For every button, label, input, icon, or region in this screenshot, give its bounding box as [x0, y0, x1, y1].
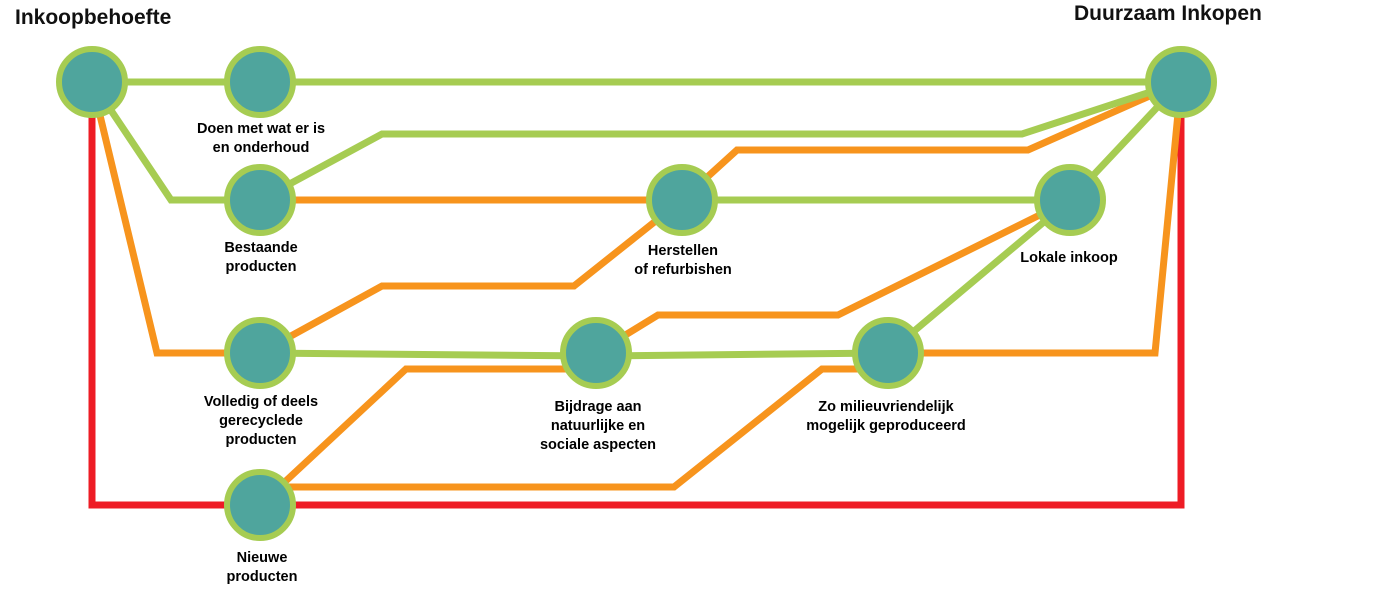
station-nieuwe — [224, 469, 296, 541]
label-volledig: Volledig of deels gerecyclede producten — [204, 393, 318, 450]
label-line: mogelijk geproduceerd — [806, 418, 966, 434]
route-orange-bijdrage-to-lokale — [594, 196, 1072, 356]
station-doen — [224, 46, 296, 118]
route-green-bestaande-to-end — [258, 78, 1183, 204]
label-line: of refurbishen — [634, 262, 732, 278]
station-bijdrage — [560, 317, 632, 389]
label-line: Lokale inkoop — [1020, 250, 1118, 266]
label-line: producten — [225, 259, 297, 275]
route-orange-volledig-to-herstellen — [258, 197, 685, 357]
label-line: gerecyclede — [219, 413, 303, 429]
title-duurzaam-inkopen: Duurzaam Inkopen — [1074, 2, 1262, 25]
label-nieuwe: Nieuwe producten — [227, 549, 298, 587]
route-orange-zo-to-end — [888, 81, 1185, 357]
label-doen: Doen met wat er is en onderhoud — [197, 120, 325, 158]
stations — [56, 46, 1217, 541]
label-line: sociale aspecten — [539, 437, 657, 453]
station-lokale — [1034, 164, 1106, 236]
label-line: producten — [226, 569, 298, 585]
label-herstellen: Herstellen of refurbishen — [634, 242, 731, 280]
title-inkoopbehoefte: Inkoopbehoefte — [15, 6, 172, 29]
station-volledig — [224, 317, 296, 389]
station-zo — [852, 317, 924, 389]
label-line: natuurlijke en — [550, 418, 646, 434]
label-line: Volledig of deels — [203, 394, 319, 410]
route-orange-nieuwe-to-zo — [260, 365, 888, 491]
route-green-zo-to-lokale — [885, 197, 1073, 356]
station-start — [56, 46, 128, 118]
station-end — [1145, 46, 1217, 118]
label-lokale: Lokale inkoop — [1020, 249, 1118, 268]
label-line: Nieuwe — [236, 550, 288, 566]
label-line: Doen met wat er is — [196, 121, 326, 137]
label-line: Bestaande — [224, 240, 298, 256]
label-bijdrage: Bijdrage aan natuurlijke en sociale aspe… — [540, 398, 656, 455]
label-line: Herstellen — [647, 243, 719, 259]
label-line: producten — [225, 432, 297, 448]
label-line: Zo milieuvriendelijk — [818, 399, 954, 415]
label-line: Bijdrage aan — [554, 399, 642, 415]
station-bestaande — [224, 164, 296, 236]
label-line: en onderhoud — [212, 140, 310, 156]
route-orange-nieuwe-to-bijdrage — [257, 365, 596, 508]
station-herstellen — [646, 164, 718, 236]
label-zo: Zo milieuvriendelijk mogelijk geproducee… — [806, 398, 966, 436]
label-bestaande: Bestaande producten — [224, 239, 297, 277]
route-red-nieuwe — [88, 82, 1185, 509]
route-orange-herstellen-to-end — [679, 78, 1183, 203]
